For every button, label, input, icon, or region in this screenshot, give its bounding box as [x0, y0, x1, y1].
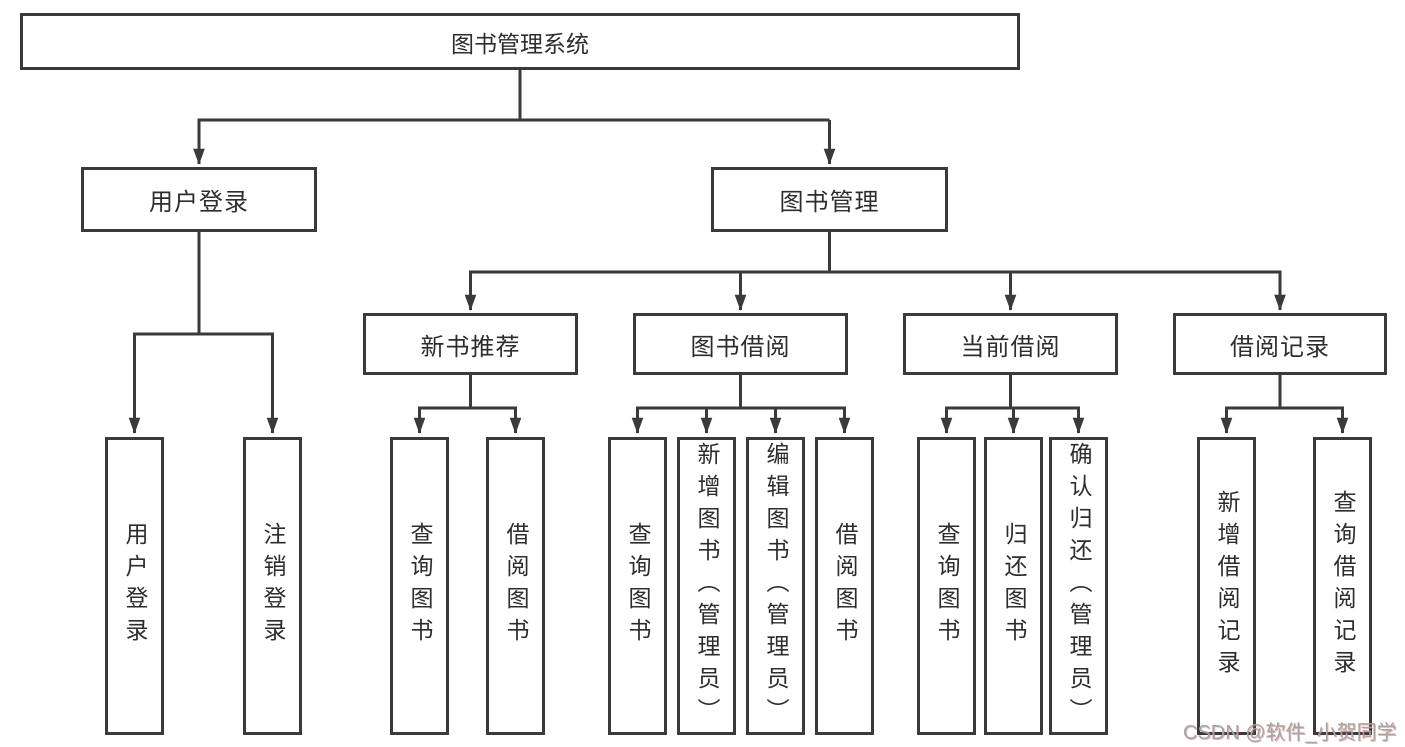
node-label: 新书推荐: [420, 333, 521, 361]
node-library-management-system: 图书管理系统: [20, 13, 1020, 70]
node-label: 确认归还（管理员）: [1066, 442, 1092, 730]
node-new-book-recommend: 新书推荐: [363, 313, 578, 375]
node-leaf-return-books: 归还图书: [984, 437, 1043, 735]
csdn-watermark: CSDN @软件_小贺同学: [1183, 722, 1397, 744]
node-label: 查询图书: [934, 522, 960, 650]
node-label: 编辑图书（管理员）: [763, 442, 789, 730]
node-leaf-borrow-books-1: 借阅图书: [486, 437, 545, 735]
node-leaf-user-login: 用户登录: [105, 437, 164, 735]
node-label: 注销登录: [260, 522, 286, 650]
node-user-login: 用户登录: [81, 167, 317, 232]
node-label: 图书管理: [779, 189, 880, 216]
node-book-borrow: 图书借阅: [633, 313, 848, 375]
node-leaf-query-books-3: 查询图书: [917, 437, 976, 735]
node-leaf-add-borrow-record: 新增借阅记录: [1197, 437, 1256, 735]
node-label: 归还图书: [1001, 522, 1027, 650]
node-borrow-records: 借阅记录: [1173, 313, 1387, 375]
node-label: 借阅图书: [832, 522, 858, 650]
node-label: 查询借阅记录: [1330, 490, 1356, 682]
node-leaf-add-book-admin: 新增图书（管理员）: [677, 437, 736, 735]
node-current-borrow: 当前借阅: [903, 313, 1118, 375]
node-label: 图书管理系统: [451, 30, 589, 57]
node-label: 查询图书: [407, 522, 433, 650]
node-leaf-query-books-1: 查询图书: [390, 437, 449, 735]
node-label: 图书借阅: [690, 333, 791, 361]
node-leaf-borrow-books-2: 借阅图书: [815, 437, 874, 735]
node-label: 借阅记录: [1230, 333, 1330, 361]
node-leaf-confirm-return-admin: 确认归还（管理员）: [1049, 437, 1108, 735]
node-label: 用户登录: [149, 189, 249, 216]
node-leaf-edit-book-admin: 编辑图书（管理员）: [746, 437, 805, 735]
node-leaf-logout: 注销登录: [243, 437, 302, 735]
node-label: 新增借阅记录: [1214, 490, 1240, 682]
node-label: 查询图书: [625, 522, 651, 650]
node-leaf-query-books-2: 查询图书: [608, 437, 667, 735]
node-leaf-query-borrow-record: 查询借阅记录: [1313, 437, 1372, 735]
node-label: 用户登录: [122, 522, 148, 650]
node-book-management: 图书管理: [711, 167, 948, 232]
node-label: 当前借阅: [960, 333, 1061, 361]
node-label: 借阅图书: [503, 522, 529, 650]
node-label: 新增图书（管理员）: [694, 442, 720, 730]
